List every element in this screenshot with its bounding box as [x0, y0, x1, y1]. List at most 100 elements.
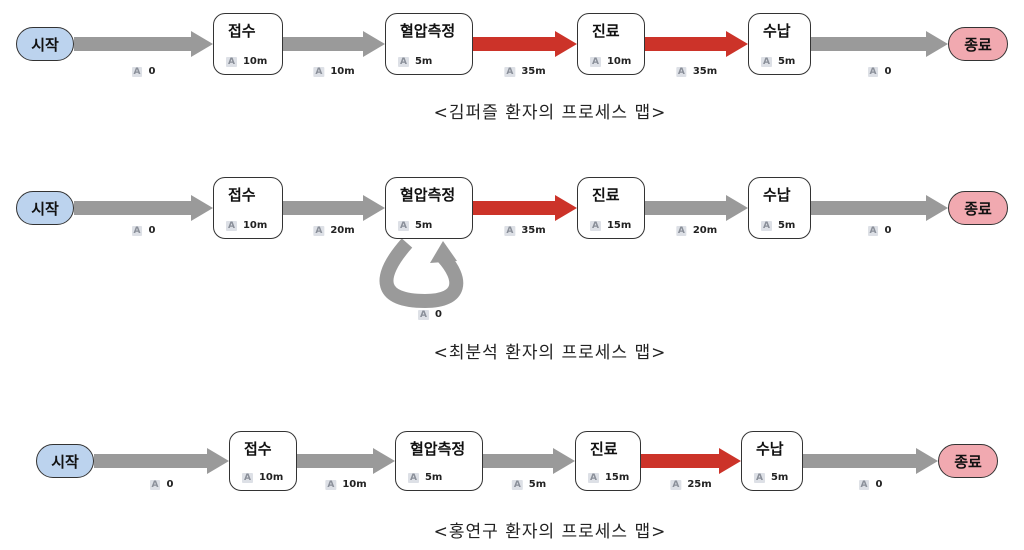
edge-time: 0	[148, 66, 156, 77]
edge-arrow	[473, 195, 577, 221]
end-node: 종료	[948, 191, 1008, 225]
activity-node: 수납 A 5m	[748, 13, 811, 75]
a-icon: A	[670, 480, 682, 490]
activity-label: 접수	[228, 22, 256, 40]
activity-label: 수납	[763, 22, 791, 40]
a-icon: A	[858, 480, 870, 490]
edge-arrow	[641, 448, 741, 474]
a-icon: A	[226, 57, 237, 67]
activity-time-value: 5m	[414, 220, 433, 231]
a-icon: A	[590, 221, 601, 231]
edge-time: 10m	[330, 66, 355, 77]
start-node: 시작	[16, 27, 74, 61]
edge-time: 10m	[342, 479, 367, 490]
a-icon: A	[675, 226, 687, 236]
a-icon: A	[313, 226, 325, 236]
map-caption: <최분석 환자의 프로세스 맵>	[433, 343, 667, 363]
a-icon: A	[511, 480, 523, 490]
edge-arrow	[645, 31, 748, 57]
edge-time: 5m	[528, 479, 547, 490]
activity-label: 혈압측정	[410, 440, 466, 458]
edge-arrow	[74, 195, 213, 221]
edge-arrow	[283, 195, 385, 221]
a-icon: A	[504, 67, 516, 77]
activity-time: A 5m	[761, 220, 795, 231]
activity-time-value: 10m	[258, 472, 284, 483]
activity-label: 진료	[590, 440, 618, 458]
activity-time-value: 15m	[606, 220, 632, 231]
start-node: 시작	[36, 444, 94, 478]
self-loop-time: 0	[435, 309, 442, 320]
a-icon: A	[754, 473, 765, 483]
edge-time: 35m	[521, 225, 546, 236]
edge-arrow	[94, 448, 229, 474]
activity-label: 접수	[228, 186, 256, 204]
activity-time-value: 5m	[414, 56, 433, 67]
a-icon: A	[131, 67, 143, 77]
activity-time: A 5m	[761, 56, 795, 67]
edge-time: 35m	[692, 66, 718, 77]
edge-arrow	[811, 195, 948, 221]
edge-arrow	[811, 31, 948, 57]
edge-time: 20m	[692, 225, 718, 236]
activity-node: 진료 A 15m	[577, 177, 645, 239]
edge-label: A 35m	[504, 225, 546, 236]
map-caption: <홍연구 환자의 프로세스 맵>	[433, 522, 667, 542]
edge-time: 0	[884, 66, 892, 77]
a-icon: A	[408, 473, 419, 483]
a-icon: A	[131, 226, 143, 236]
edge-label: A 5m	[511, 479, 547, 490]
activity-node: 진료 A 15m	[575, 431, 641, 491]
end-node: 종료	[938, 444, 998, 478]
activity-label: 수납	[756, 440, 784, 458]
activity-label: 진료	[592, 186, 620, 204]
a-icon: A	[761, 221, 772, 231]
edge-time: 20m	[330, 225, 355, 236]
edge-time: 0	[166, 479, 174, 490]
activity-label: 접수	[244, 440, 272, 458]
activity-time-value: 5m	[777, 220, 796, 231]
map-caption: <김퍼즐 환자의 프로세스 맵>	[433, 103, 667, 123]
a-icon: A	[418, 310, 429, 320]
a-icon: A	[588, 473, 599, 483]
self-loop-arrow	[379, 238, 464, 309]
edge-label: A 20m	[313, 225, 355, 236]
a-icon: A	[761, 57, 772, 67]
a-icon: A	[398, 221, 409, 231]
edge-label: A 10m	[325, 479, 367, 490]
activity-time-value: 5m	[777, 56, 796, 67]
activity-label: 혈압측정	[400, 186, 456, 204]
edge-arrow	[297, 448, 395, 474]
edge-time: 0	[148, 225, 156, 236]
activity-time-value: 15m	[604, 472, 630, 483]
activity-label: 혈압측정	[400, 22, 456, 40]
a-icon: A	[504, 226, 516, 236]
activity-time: A 5m	[398, 220, 432, 231]
a-icon: A	[149, 480, 161, 490]
edge-label: A 20m	[675, 225, 718, 236]
edge-arrow	[473, 31, 577, 57]
a-icon: A	[325, 480, 337, 490]
edge-arrow	[645, 195, 748, 221]
end-node: 종료	[948, 27, 1008, 61]
